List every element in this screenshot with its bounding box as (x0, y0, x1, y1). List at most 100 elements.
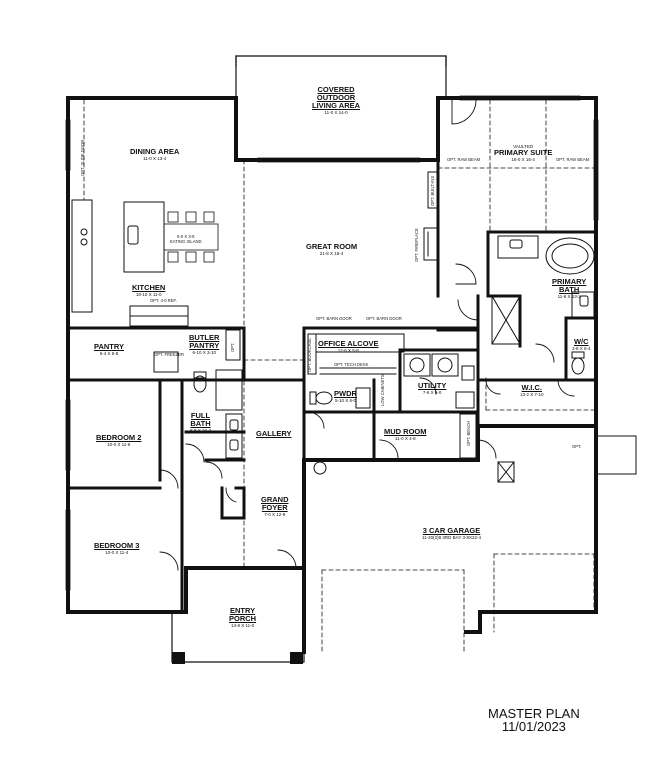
dashed-lines (83, 99, 597, 653)
garage-name: 3 CAR GARAGE (422, 526, 481, 535)
opt-raw-beam-1-note: OPT. RAW BEAM (447, 157, 481, 162)
opt-raw-beam-2-note: OPT. RAW BEAM (556, 157, 590, 162)
full-bath-label: FULL BATH 8-8 X 10-4 (190, 411, 212, 434)
wc-label: W/C 3-8 X 6-4 (572, 337, 591, 352)
eating-island-name: EATING ISLAND (170, 239, 202, 244)
plan-title: MASTER PLAN (488, 706, 580, 721)
butler-pantry-label: BUTLER PANTRY 6-10 X 3-10 (189, 333, 220, 356)
pwdr-name: PWDR (334, 389, 357, 398)
kitchen-name: KITCHEN (132, 283, 166, 292)
kitchen-dim: 18-10 X 11-0 (135, 292, 162, 297)
barn-door-1-note: OPT. BARN DOOR (316, 316, 352, 321)
butler-pantry-dim: 6-10 X 3-10 (192, 350, 216, 355)
butler-pantry-name-1: BUTLER (189, 333, 220, 342)
porch-column-right (290, 652, 303, 664)
primary-suite-note: VAULTED (513, 144, 534, 149)
opt-slide-door-note: OPT. SLIDE DOOR (80, 139, 85, 176)
garage-dim: 11-20(2)8 3RD BAY 3-8X22-4 (422, 535, 482, 540)
garage-fixtures (497, 435, 637, 483)
opt-bookcase-note: OPT. BOOKCASE (307, 338, 312, 372)
butler-pantry-name-2: PANTRY (189, 341, 220, 350)
entry-porch-dim: 13-8 X 11-0 (230, 623, 255, 628)
dining-label: DINING AREA 11-0 X 13-4 (130, 147, 180, 162)
primary-suite-name: PRIMARY SUITE (494, 148, 553, 157)
primary-suite-label: VAULTED PRIMARY SUITE 16-0 X 15-4 (494, 144, 552, 162)
bedroom2-dim: 10-0 X 11-6 (107, 442, 131, 447)
utility-fixtures (403, 353, 475, 409)
opt-2-note: OPT. (572, 444, 582, 449)
dining-dim: 11-0 X 13-4 (143, 156, 167, 161)
office-fixtures (307, 333, 405, 375)
full-bath-name-1: FULL (190, 411, 211, 420)
grand-foyer-name-2: FOYER (261, 503, 288, 512)
grand-foyer-name-1: GRAND (261, 495, 289, 504)
pantry-fixtures (153, 329, 241, 373)
covered-outdoor-outline (235, 55, 447, 99)
dining-name: DINING AREA (130, 147, 180, 156)
bedroom2-label: BEDROOM 2 10-0 X 11-6 (96, 434, 141, 448)
full-bath-name-2: BATH (190, 419, 211, 428)
opt-fireplace-note: OPT. FIREPLACE (414, 228, 419, 262)
covered-outdoor-label: COVERED OUTDOOR LIVING AREA 11-0 X 14-0 (312, 85, 361, 116)
windows (65, 95, 599, 591)
full-bath-fixtures (193, 369, 243, 459)
utility-label: UTILITY 7-6 X 6-0 (418, 381, 447, 396)
opt-1-note: OPT. (230, 342, 235, 352)
bedroom3-label: BEDROOM 3 10-0 X 11-4 (94, 541, 140, 556)
bedroom3-name: BEDROOM 3 (94, 541, 140, 550)
covered-outdoor-name-1: COVERED (317, 85, 355, 94)
office-alcove-name: OFFICE ALCOVE (318, 339, 379, 348)
porch-column-left (172, 652, 185, 664)
kitchen-fixtures (71, 199, 189, 327)
entry-porch-outline (171, 611, 305, 663)
plan-date: 11/01/2023 (501, 719, 566, 734)
wic-label: W.I.C. 13-2 X 7-10 (520, 384, 544, 398)
wc-name: W/C (573, 337, 589, 346)
barn-door-2-note: OPT. BARN DOOR (366, 316, 402, 321)
exterior-walls (66, 96, 598, 654)
plan-title-block: MASTER PLAN 11/01/2023 (488, 707, 580, 733)
grand-foyer-dim: 7-0 X 12-8 (264, 512, 286, 517)
tech-desk-note: OPT. TECH DESK (334, 362, 369, 367)
wic-dim: 13-2 X 7-10 (520, 392, 544, 397)
primary-bath-dim: 11-8 X 13-2 (557, 294, 581, 299)
eating-island-size: 6-0 X 3-8 (177, 234, 195, 239)
interior-walls (66, 158, 598, 614)
bedroom3-dim: 10-0 X 11-4 (105, 550, 129, 555)
garage-label: 3 CAR GARAGE 11-20(2)8 3RD BAY 3-8X22-4 (422, 526, 482, 541)
primary-bath-fixtures (491, 235, 595, 375)
pantry-dim: 5-4 X 5-8 (99, 351, 119, 356)
built-ins (427, 171, 439, 209)
office-alcove-label: OFFICE ALCOVE 12-6 X 5-8 (318, 339, 379, 354)
covered-outdoor-dim: 11-0 X 14-0 (324, 110, 348, 115)
entry-porch-name-2: PORCH (229, 614, 257, 623)
opt-ref-note: OPT. 4-0 REF. (150, 298, 177, 303)
mud-room-dim: 11-0 X 4-8 (394, 436, 416, 441)
grand-foyer-label: GRAND FOYER 7-0 X 12-8 (261, 495, 289, 518)
opt-bench-note: OPT. BENCH (466, 420, 471, 446)
mud-room-label: MUD ROOM 11-0 X 4-8 (384, 427, 427, 442)
office-alcove-dim: 12-6 X 5-8 (337, 348, 359, 353)
primary-bath-name-1: PRIMARY (552, 277, 587, 286)
door-swings (159, 99, 575, 571)
opt-freezer-note: OPT. FREEZER (154, 352, 185, 357)
utility-name: UTILITY (418, 381, 447, 390)
covered-outdoor-name-2: OUTDOOR (316, 93, 356, 102)
island-chairs (163, 211, 219, 263)
mud-room-name: MUD ROOM (384, 427, 427, 436)
pwdr-label: PWDR 5-10 X 6-0 (334, 389, 357, 404)
wc-dim: 3-8 X 6-4 (572, 346, 591, 351)
pwdr-fixtures (309, 387, 371, 409)
primary-suite-dim: 16-0 X 15-4 (511, 157, 535, 162)
pantry-name: PANTRY (94, 342, 124, 351)
entry-porch-label: ENTRY PORCH 13-8 X 11-0 (229, 606, 257, 629)
entry-porch-name-1: ENTRY (229, 606, 256, 615)
great-room-name: GREAT ROOM (306, 242, 358, 251)
pwdr-dim: 5-10 X 6-0 (334, 398, 356, 403)
full-bath-dim: 8-8 X 10-4 (190, 428, 212, 433)
covered-outdoor-name-3: LIVING AREA (312, 101, 361, 110)
great-room-label: GREAT ROOM 21-8 X 18-4 (306, 242, 358, 257)
fireplace (423, 227, 439, 261)
utility-dim: 7-6 X 6-0 (422, 390, 442, 395)
